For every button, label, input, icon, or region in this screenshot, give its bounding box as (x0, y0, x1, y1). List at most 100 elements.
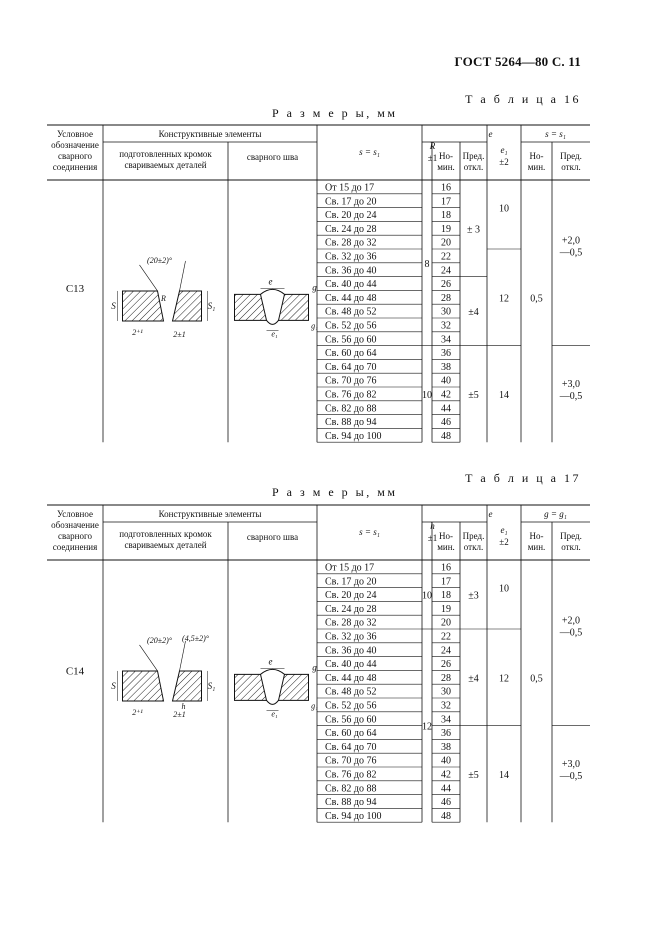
s1-label: S₁ (208, 301, 216, 311)
range-cell: Св. 52 до 56 (325, 321, 376, 332)
range-cell: Св. 32 до 36 (325, 252, 376, 263)
range-cell: Св. 88 до 94 (325, 797, 376, 808)
r-or-h-value: 10 (422, 591, 432, 602)
weld-g1-label: g₁ (311, 701, 318, 710)
range-cell: Св. 94 до 100 (325, 431, 381, 442)
header-designation: соединения (53, 162, 97, 172)
header-s: s = s₁ (359, 147, 380, 157)
range-cell: Св. 94 до 100 (325, 811, 381, 822)
e-deviation: ±5 (468, 390, 479, 401)
range-cell: Св. 64 до 70 (325, 742, 376, 753)
e-nominal-cell: 34 (441, 714, 451, 725)
weld-g-label: g (312, 662, 317, 672)
header-e-dev: Пред. (463, 531, 485, 541)
e-nominal-cell: 16 (441, 563, 451, 574)
angle-leader (179, 640, 186, 672)
header-designation: сварного (58, 151, 92, 161)
table-17-grid: УсловноеобозначениесварногосоединенияКон… (47, 504, 590, 823)
e1-value: 10 (499, 584, 509, 595)
header-designation: обозначение (51, 140, 99, 150)
e-nominal-cell: 40 (441, 756, 451, 767)
r-or-h-value: 10 (422, 390, 432, 401)
header-prepared: подготовленных кромок (119, 149, 212, 159)
header-nom: мин. (528, 542, 546, 552)
table-16-label: Т а б л и ц а 16 (465, 92, 581, 106)
range-cell: Св. 20 до 24 (325, 210, 376, 221)
range-cell: От 15 до 17 (325, 183, 374, 194)
range-cell: Св. 36 до 40 (325, 265, 376, 276)
range-cell: Св. 17 до 20 (325, 576, 376, 587)
header-e-nom: мин. (437, 542, 455, 552)
e-nominal-cell: 42 (441, 770, 451, 781)
header-prepared: свариваемых деталей (124, 540, 206, 550)
gap2-label: 2±1 (173, 710, 185, 719)
range-cell: Св. 52 до 56 (325, 701, 376, 712)
e-nominal-cell: 22 (441, 252, 451, 263)
e-nominal-cell: 17 (441, 576, 451, 587)
e-nominal-cell: 18 (441, 210, 451, 221)
header-r-or-h-tol: ±1 (428, 153, 437, 163)
deviation-value: —0,5 (559, 391, 583, 402)
range-cell: Св. 36 до 40 (325, 645, 376, 656)
e-deviation: ±4 (468, 673, 479, 684)
table-16-grid: УсловноеобозначениесварногосоединенияКон… (47, 124, 590, 443)
left-plate (122, 670, 165, 702)
e-nominal-cell: 32 (441, 701, 451, 712)
e-nominal-cell: 26 (441, 279, 451, 290)
deviation-value: —0,5 (559, 771, 583, 782)
weld-e-label: e (269, 656, 273, 666)
angle-leader (139, 264, 158, 292)
header-designation: обозначение (51, 520, 99, 530)
weld-g1-label: g₁ (311, 321, 318, 330)
s-label: S (111, 681, 116, 691)
e-nominal-cell: 46 (441, 417, 451, 428)
header-e1: e₁ (500, 525, 507, 535)
header-dev: Пред. (560, 151, 582, 161)
range-cell: Св. 56 до 60 (325, 334, 376, 345)
s1-label: S₁ (208, 681, 216, 691)
e-nominal-cell: 26 (441, 659, 451, 670)
e-nominal-cell: 46 (441, 797, 451, 808)
e-nominal-cell: 38 (441, 362, 451, 373)
e-nominal-cell: 48 (441, 431, 451, 442)
deviation-value: +2,0 (562, 615, 580, 626)
table-17-label: Т а б л и ц а 17 (465, 471, 581, 485)
header-s: s = s₁ (359, 527, 380, 537)
angle-label: (20±2)° (147, 256, 173, 265)
e-nominal-cell: 16 (441, 183, 451, 194)
range-cell: Св. 60 до 64 (325, 348, 376, 359)
e1-value: 14 (499, 770, 509, 781)
header-r-or-h-tol: ±1 (428, 533, 437, 543)
range-cell: Св. 28 до 32 (325, 238, 376, 249)
header-nom: Но- (530, 531, 544, 541)
range-cell: Св. 82 до 88 (325, 783, 376, 794)
e-deviation: ±4 (468, 307, 479, 318)
deviation-value: —0,5 (559, 247, 583, 258)
header-designation: Условное (57, 509, 93, 519)
nominal-value: 0,5 (530, 293, 543, 304)
range-cell: Св. 76 до 82 (325, 390, 376, 401)
weld-bead (259, 668, 286, 705)
range-cell: Св. 56 до 60 (325, 714, 376, 725)
h-label: h (182, 702, 186, 711)
range-cell: Св. 24 до 28 (325, 604, 376, 615)
range-cell: От 15 до 17 (325, 563, 374, 574)
header-dev: Пред. (560, 531, 582, 541)
e-nominal-cell: 17 (441, 196, 451, 207)
e-nominal-cell: 24 (441, 265, 451, 276)
header-nom: Но- (530, 151, 544, 161)
header-designation: соединения (53, 542, 97, 552)
e-nominal-cell: 20 (441, 618, 451, 629)
header-e-dev: откл. (464, 542, 483, 552)
r-label: R (160, 294, 166, 303)
range-cell: Св. 24 до 28 (325, 224, 376, 235)
e-nominal-cell: 30 (441, 307, 451, 318)
right-plate (171, 670, 202, 702)
header-elements: Конструктивные элементы (159, 509, 262, 519)
deviation-value: +3,0 (562, 759, 580, 770)
angle2-label: (4,5±2)° (182, 634, 210, 643)
